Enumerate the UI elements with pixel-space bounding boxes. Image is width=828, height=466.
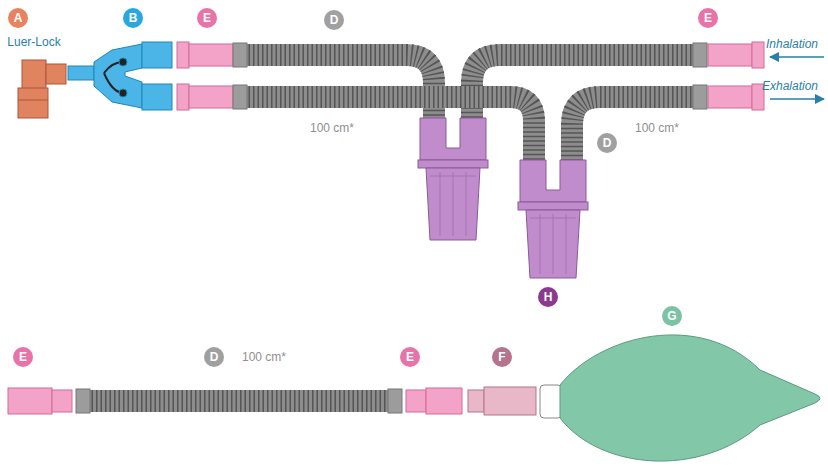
part-name: Luer-Lock bbox=[7, 35, 60, 49]
callout-letter: A bbox=[8, 8, 28, 28]
callout-letter: E bbox=[197, 8, 217, 28]
dimension-label: 100 cm* bbox=[242, 350, 286, 364]
reservoir-bag bbox=[540, 335, 820, 461]
callout-letter: D bbox=[204, 347, 224, 367]
y-piece bbox=[68, 42, 172, 110]
callout-letter: B bbox=[123, 8, 143, 28]
callout-letter: D bbox=[597, 133, 617, 153]
dimension-label: 100 cm* bbox=[635, 121, 679, 135]
callout-letter: D bbox=[324, 10, 344, 30]
callout-letter: E bbox=[698, 8, 718, 28]
callout-letter: F bbox=[492, 347, 512, 367]
callout-letter: E bbox=[400, 347, 420, 367]
water-traps bbox=[418, 118, 588, 278]
flow-label: Inhalation bbox=[766, 37, 818, 51]
flow-label: Exhalation bbox=[762, 79, 818, 93]
luer-lock-elbow bbox=[18, 60, 66, 118]
callout-letter: E bbox=[13, 347, 33, 367]
callout-letter: H bbox=[538, 287, 558, 307]
dimension-label: 100 cm* bbox=[310, 121, 354, 135]
callout-letter: G bbox=[662, 306, 682, 326]
connector-f bbox=[468, 387, 536, 415]
